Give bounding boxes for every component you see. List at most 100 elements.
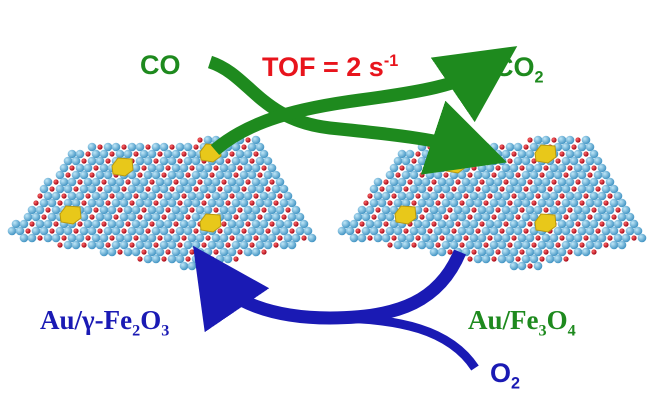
- iron-atom: [549, 191, 559, 201]
- iron-atom: [637, 233, 647, 243]
- iron-atom: [361, 212, 371, 222]
- iron-atom: [91, 219, 101, 229]
- iron-atom: [557, 163, 567, 173]
- iron-atom: [71, 170, 81, 180]
- iron-atom: [565, 177, 575, 187]
- oxygen-atom: [575, 179, 581, 185]
- iron-atom: [473, 240, 483, 250]
- oxygen-atom: [507, 200, 513, 206]
- iron-atom: [79, 226, 89, 236]
- iron-atom: [71, 156, 81, 166]
- oxygen-atom: [41, 214, 47, 220]
- iron-atom: [429, 233, 439, 243]
- oxygen-atom: [109, 235, 115, 241]
- iron-atom: [577, 184, 587, 194]
- oxygen-atom: [499, 228, 505, 234]
- oxygen-atom: [355, 228, 361, 234]
- oxygen-atom: [435, 158, 441, 164]
- iron-atom: [585, 198, 595, 208]
- iron-atom: [409, 226, 419, 236]
- oxygen-atom: [241, 228, 247, 234]
- oxygen-atom: [563, 172, 569, 178]
- iron-atom: [147, 247, 157, 257]
- iron-atom: [441, 198, 451, 208]
- oxygen-atom: [121, 186, 127, 192]
- oxygen-atom: [571, 144, 577, 150]
- iron-atom: [485, 205, 495, 215]
- oxygen-atom: [447, 207, 453, 213]
- iron-atom: [67, 177, 77, 187]
- oxygen-atom: [503, 221, 509, 227]
- oxygen-atom: [165, 249, 171, 255]
- iron-atom: [251, 247, 261, 257]
- iron-atom: [43, 191, 53, 201]
- iron-atom: [533, 261, 543, 271]
- gold-nanoparticle: [199, 213, 222, 233]
- iron-atom: [549, 205, 559, 215]
- oxygen-atom: [153, 158, 159, 164]
- iron-atom: [219, 191, 229, 201]
- gold-nanoparticle: [394, 205, 417, 225]
- iron-atom: [565, 135, 575, 145]
- oxygen-atom: [61, 235, 67, 241]
- iron-atom: [541, 177, 551, 187]
- oxygen-atom: [567, 207, 573, 213]
- oxygen-atom: [85, 151, 91, 157]
- iron-atom: [617, 212, 627, 222]
- iron-atom: [83, 177, 93, 187]
- oxygen-atom: [519, 207, 525, 213]
- iron-atom: [417, 240, 427, 250]
- iron-atom: [433, 212, 443, 222]
- iron-atom: [597, 233, 607, 243]
- oxygen-atom: [575, 221, 581, 227]
- iron-atom: [489, 184, 499, 194]
- iron-atom: [267, 163, 277, 173]
- iron-atom: [71, 198, 81, 208]
- iron-atom: [147, 149, 157, 159]
- iron-atom: [529, 254, 539, 264]
- iron-atom: [171, 233, 181, 243]
- iron-atom: [449, 240, 459, 250]
- iron-atom: [123, 149, 133, 159]
- iron-atom: [445, 191, 455, 201]
- oxygen-atom: [189, 207, 195, 213]
- oxygen-atom: [161, 256, 167, 262]
- iron-atom: [533, 177, 543, 187]
- oxygen-atom: [57, 200, 63, 206]
- oxygen-atom: [491, 256, 497, 262]
- oxygen-atom: [209, 256, 215, 262]
- oxygen-atom: [177, 158, 183, 164]
- iron-atom: [195, 163, 205, 173]
- left-cat-sub1: 2: [132, 321, 141, 340]
- iron-atom: [493, 219, 503, 229]
- right-catalyst-label: Au/Fe3O4: [468, 305, 576, 340]
- oxygen-atom: [301, 235, 307, 241]
- iron-atom: [417, 184, 427, 194]
- iron-atom: [585, 156, 595, 166]
- iron-atom: [235, 149, 245, 159]
- iron-atom: [271, 170, 281, 180]
- iron-atom: [271, 184, 281, 194]
- iron-atom: [441, 226, 451, 236]
- iron-atom: [115, 233, 125, 243]
- iron-atom: [243, 247, 253, 257]
- iron-atom: [581, 247, 591, 257]
- co-to-co2-arrow: [207, 55, 508, 175]
- oxygen-atom: [269, 221, 275, 227]
- oxygen-atom: [523, 144, 529, 150]
- iron-atom: [179, 247, 189, 257]
- iron-atom: [541, 191, 551, 201]
- iron-atom: [91, 177, 101, 187]
- iron-atom: [485, 219, 495, 229]
- iron-atom: [613, 219, 623, 229]
- iron-atom: [409, 170, 419, 180]
- iron-atom: [151, 142, 161, 152]
- oxygen-atom: [447, 249, 453, 255]
- iron-atom: [131, 247, 141, 257]
- iron-atom: [357, 233, 367, 243]
- iron-atom: [31, 212, 41, 222]
- oxygen-atom: [499, 144, 505, 150]
- oxygen-atom: [129, 200, 135, 206]
- iron-atom: [633, 226, 643, 236]
- iron-atom: [413, 163, 423, 173]
